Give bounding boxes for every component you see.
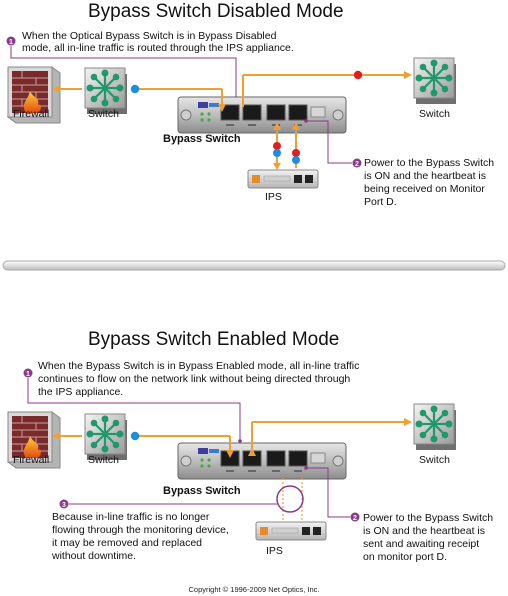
copyright: Copyright © 1996-2009 Net Optics, Inc. [188, 585, 319, 594]
top-section: Bypass Switch Disabled Mode 1 When the O… [6, 1, 497, 208]
top-switch-right-label: Switch [419, 108, 450, 120]
top-switch-left-label: Switch [88, 108, 119, 120]
section-divider [2, 260, 506, 271]
bottom-dot-blue-link [130, 431, 140, 441]
top-dot-red-link [353, 70, 363, 80]
bottom-callout-2-number: 2 [353, 515, 357, 522]
top-dot-blue-link [130, 84, 140, 94]
callout-2-badge [352, 158, 362, 168]
bottom-firewall-label: Firewall [13, 454, 49, 466]
top-switch-right-icon [412, 56, 458, 106]
bottom-inactive-ips-links [282, 478, 303, 520]
bottom-ips-disconnect-circle [276, 485, 304, 513]
top-callout-1-text: When the Optical Bypass Switch is in Byp… [22, 30, 294, 54]
bottom-title: Bypass Switch Enabled Mode [88, 329, 339, 350]
bottom-callout-2-leader [305, 467, 350, 518]
top-firewall-label: Firewall [13, 108, 49, 120]
top-callout-2-leader [305, 120, 352, 164]
bottom-section: Bypass Switch Enabled Mode 1 When the By… [7, 329, 496, 563]
bottom-switch-right-icon [412, 402, 458, 452]
top-callout-2-text: Power to the Bypass Switch is ON and the… [364, 157, 497, 208]
bottom-callout-2-text: Power to the Bypass Switch is ON and the… [363, 512, 496, 563]
callout-2-number: 2 [355, 161, 359, 168]
bottom-callout-3-text: Because in-line traffic is no longer flo… [51, 511, 232, 562]
top-callout-1-leader [10, 46, 237, 97]
top-bypass-switch-icon [177, 96, 347, 134]
bottom-ips-label: IPS [266, 545, 283, 557]
bottom-ips-icon [255, 521, 327, 541]
bottom-callout-3-number: 3 [62, 502, 66, 509]
bottom-callout-1-leader [27, 378, 241, 440]
bottom-callout-3-badge [59, 499, 69, 509]
bottom-bypass-switch-icon [177, 442, 347, 480]
bottom-switch-left-label: Switch [88, 454, 119, 466]
top-title: Bypass Switch Disabled Mode [88, 1, 344, 22]
top-ips-icon [247, 169, 319, 189]
bottom-bypass-label: Bypass Switch [163, 485, 241, 497]
bottom-callout-1-number: 1 [26, 371, 30, 378]
bottom-callout-1-badge [23, 368, 33, 378]
top-bypass-label: Bypass Switch [163, 133, 241, 145]
bottom-traffic-lines [60, 421, 404, 453]
callout-1-badge [6, 36, 16, 46]
bottom-callout-2-badge [350, 512, 360, 522]
callout-1-number: 1 [9, 39, 13, 46]
bottom-switch-right-label: Switch [419, 454, 450, 466]
bottom-callout-1-text: When the Bypass Switch is in Bypass Enab… [38, 360, 362, 398]
top-ips-label: IPS [265, 191, 282, 203]
